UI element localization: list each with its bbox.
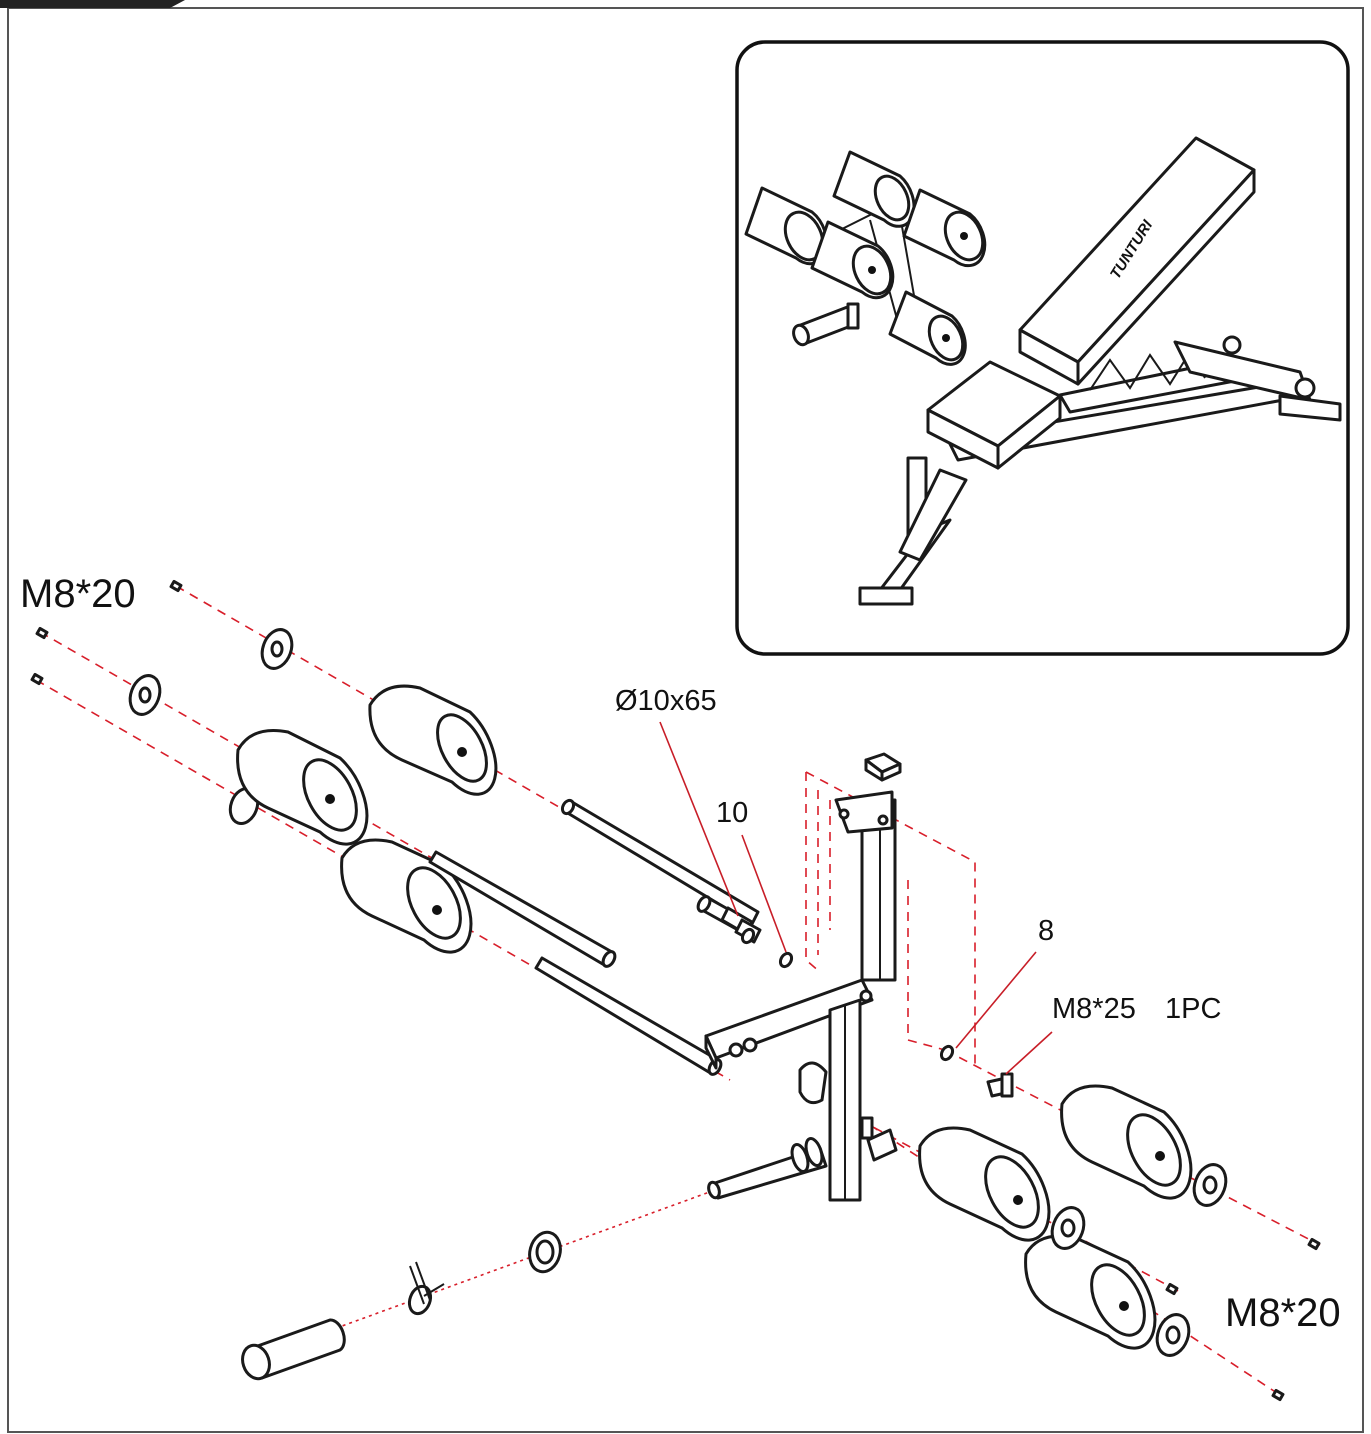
label-bolt-m8x25-qty: 1PC [1165,993,1221,1025]
inset-bench-frame: TUNTURI [858,136,1342,606]
roller-lower-right [1024,1234,1157,1350]
bolts-m8x20-right [1165,1237,1321,1402]
label-bolt-m8x20-right: M8*20 [1225,1291,1341,1335]
label-pin-dimension: Ø10x65 [615,685,717,717]
pins-10x65 [696,895,762,945]
inset-leg-roller-assembly [744,150,987,366]
bolt-m8x25 [986,1072,1014,1098]
foam-rollers-right [918,1084,1193,1350]
roller-lower-left [340,838,473,954]
rod-upper [560,798,760,926]
handle-rod [707,1137,828,1200]
nut-part-8 [939,1044,955,1062]
nut-part-10 [778,951,794,969]
handle-washer [528,1230,562,1274]
rod-lower [534,956,723,1076]
label-part-10: 10 [716,797,748,829]
handle-grip [241,1318,346,1381]
spring-clip [407,1261,445,1316]
bolts-m8x20-left [30,579,183,686]
washers-left [128,628,294,716]
rod-middle [428,850,617,968]
roller-middle-left [228,729,369,846]
label-part-8: 8 [1038,915,1054,947]
label-bolt-m8x25: M8*25 [1052,993,1136,1025]
washers-right [1050,1163,1228,1357]
leg-frame [704,752,902,1202]
label-bolt-m8x20-left: M8*20 [20,572,136,616]
roller-upper-right [1060,1084,1193,1200]
leader-lines [659,721,1053,1075]
roller-upper-left [368,684,498,796]
rods [428,798,760,1076]
foam-rollers-left [228,684,498,954]
inset-assembled-bench: TUNTURI [735,40,1350,656]
roller-middle-right [918,1126,1051,1242]
